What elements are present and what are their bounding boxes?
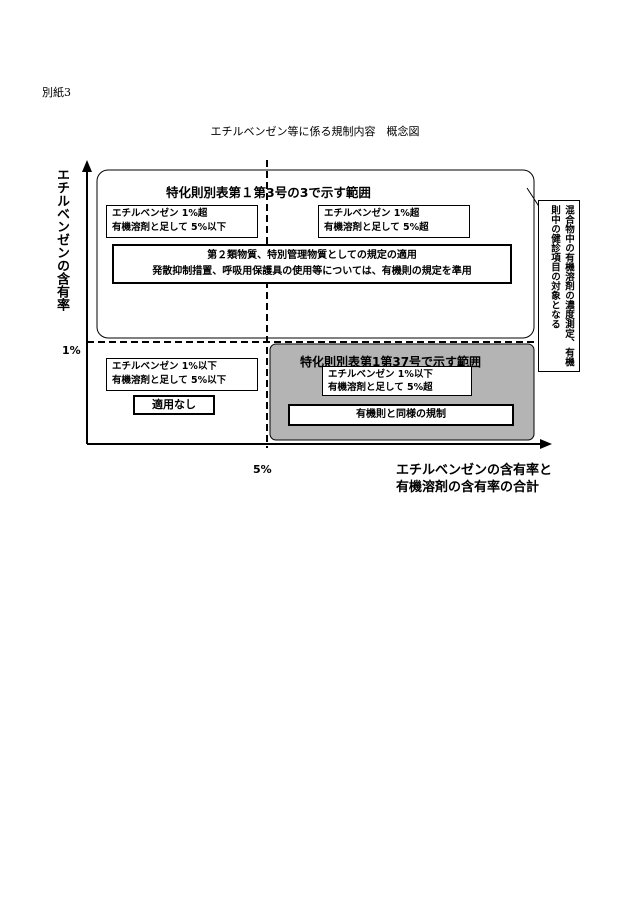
- condition-line: 有機溶剤と足して 5%超: [324, 222, 429, 233]
- lower-left-condition: エチルベンゼン 1%以下 有機溶剤と足して 5%以下: [106, 358, 258, 391]
- condition-line: エチルベンゼン 1%以下: [328, 369, 433, 380]
- condition-line: 有機溶剤と足して 5%超: [328, 382, 433, 393]
- upper-rule-box: 第２類物質、特別管理物質としての規定の適用 発散抑制措置、呼吸用保護具の使用等に…: [112, 244, 512, 284]
- rule-line: 第２類物質、特別管理物質としての規定の適用: [207, 250, 417, 261]
- condition-line: エチルベンゼン 1%超: [324, 208, 420, 219]
- side-note-leader: [526, 187, 541, 209]
- condition-line: 有機溶剤と足して 5%以下: [112, 375, 227, 386]
- upper-left-condition: エチルベンゼン 1%超 有機溶剤と足して 5%以下: [106, 205, 258, 238]
- upper-right-condition: エチルベンゼン 1%超 有機溶剤と足して 5%超: [318, 205, 470, 238]
- x-axis-arrow: [540, 439, 552, 449]
- y-axis-arrow: [82, 160, 92, 172]
- lower-right-condition: エチルベンゼン 1%以下 有機溶剤と足して 5%超: [322, 366, 472, 396]
- condition-line: 有機溶剤と足して 5%以下: [112, 222, 227, 233]
- page-title: エチルベンゼン等に係る規制内容 概念図: [210, 125, 420, 138]
- y-tick-label: 1%: [62, 344, 81, 357]
- condition-line: エチルベンゼン 1%超: [112, 208, 208, 219]
- x-axis-label-line2: 有機溶剤の含有率の合計: [396, 480, 540, 495]
- condition-line: エチルベンゼン 1%以下: [112, 361, 217, 372]
- appendix-label: 別紙3: [42, 86, 71, 99]
- upper-region-title: 特化則別表第１第3号の3で示す範囲: [166, 185, 371, 200]
- rule-line: 発散抑制措置、呼吸用保護具の使用等については、有機則の規定を準用: [152, 266, 472, 277]
- lower-rule-box: 有機則と同様の規制: [288, 404, 514, 426]
- y-axis-label: エチルベンゼンの含有率: [54, 168, 69, 311]
- x-tick-label: 5%: [253, 463, 272, 476]
- x-axis-label: エチルベンゼンの含有率と 有機溶剤の含有率の合計: [396, 462, 552, 496]
- side-note: 混合物中の有機溶剤の濃度測定、有機則中の健診項目の対象となる: [538, 200, 580, 372]
- x-axis-label-line1: エチルベンゼンの含有率と: [396, 463, 553, 478]
- lower-region-title: 特化則別表第1第37号で示す範囲: [300, 355, 482, 369]
- not-applicable-label: 適用なし: [133, 395, 215, 415]
